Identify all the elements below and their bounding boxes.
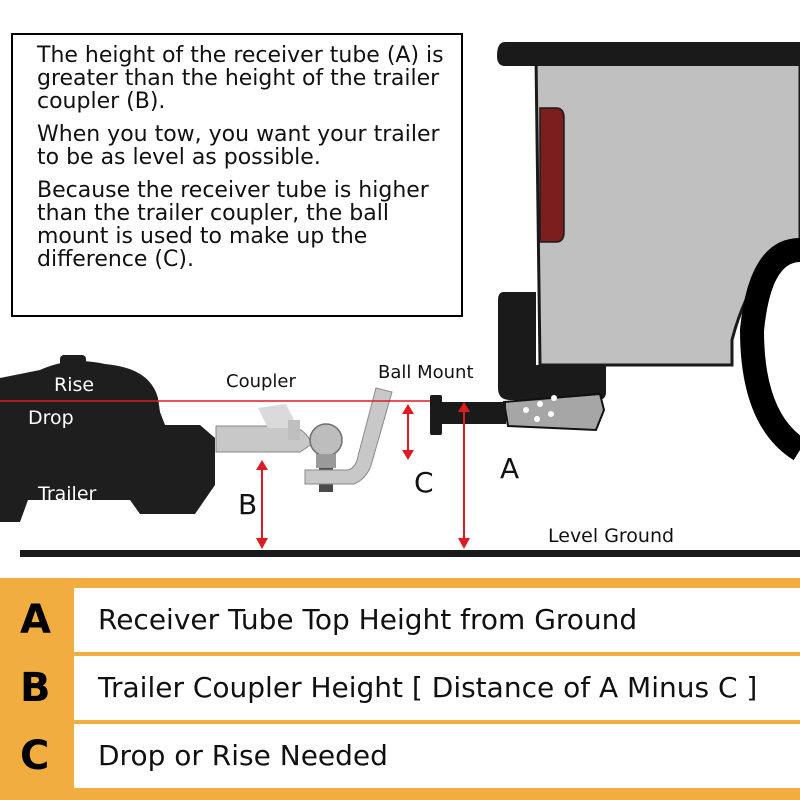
jack-handle [60, 355, 86, 367]
explanation-paragraph: When you tow, you want your trailer to b… [37, 122, 440, 170]
legend-row-c: C Drop or Rise Needed [0, 724, 800, 788]
legend-panel: A Receiver Tube Top Height from Ground B… [0, 578, 800, 800]
hitch-collar [430, 395, 442, 435]
truck-wheel [739, 238, 800, 461]
marker-b-label: B [238, 488, 258, 521]
legend-letter: A [20, 597, 51, 643]
hitch-ball [309, 423, 343, 457]
coupler-label: Coupler [226, 371, 296, 392]
receiver-hitch [502, 392, 606, 432]
legend-text-box: Receiver Tube Top Height from Ground [74, 588, 800, 652]
explanation-box: The height of the receiver tube (A) is g… [11, 33, 463, 317]
legend-row-a: A Receiver Tube Top Height from Ground [0, 588, 800, 652]
trailer-label: Trailer [38, 483, 97, 505]
legend-text-box: Drop or Rise Needed [74, 724, 800, 788]
arrow-a [458, 402, 470, 412]
coupler-lock [288, 420, 300, 440]
legend-letter: B [20, 665, 51, 711]
ball-nut [316, 454, 336, 468]
legend-text: Trailer Coupler Height [ Distance of A M… [98, 671, 758, 704]
legend-letter: C [20, 733, 50, 779]
ball-mount-shank [304, 387, 393, 485]
level-ground-label: Level Ground [548, 525, 675, 547]
truck-bed-rail [497, 42, 800, 66]
marker-c-label: C [414, 466, 434, 499]
truck-bumper [498, 292, 606, 400]
ball-mount-label: Ball Mount [378, 362, 474, 383]
legend-text: Drop or Rise Needed [98, 739, 388, 772]
trailer-tongue [0, 361, 215, 522]
arrow-b [256, 460, 268, 470]
legend-text: Receiver Tube Top Height from Ground [98, 603, 638, 636]
receiver-tube [440, 402, 506, 424]
tail-light [539, 107, 565, 243]
legend-text-box: Trailer Coupler Height [ Distance of A M… [74, 656, 800, 720]
drop-label: Drop [28, 407, 74, 429]
level-ground [20, 550, 800, 557]
marker-a-label: A [500, 452, 520, 485]
legend-row-b: B Trailer Coupler Height [ Distance of A… [0, 656, 800, 720]
rise-label: Rise [54, 374, 95, 396]
explanation-paragraph: Because the receiver tube is higher than… [37, 178, 429, 272]
explanation-paragraph: The height of the receiver tube (A) is g… [37, 43, 444, 114]
arrow-c [402, 404, 414, 414]
